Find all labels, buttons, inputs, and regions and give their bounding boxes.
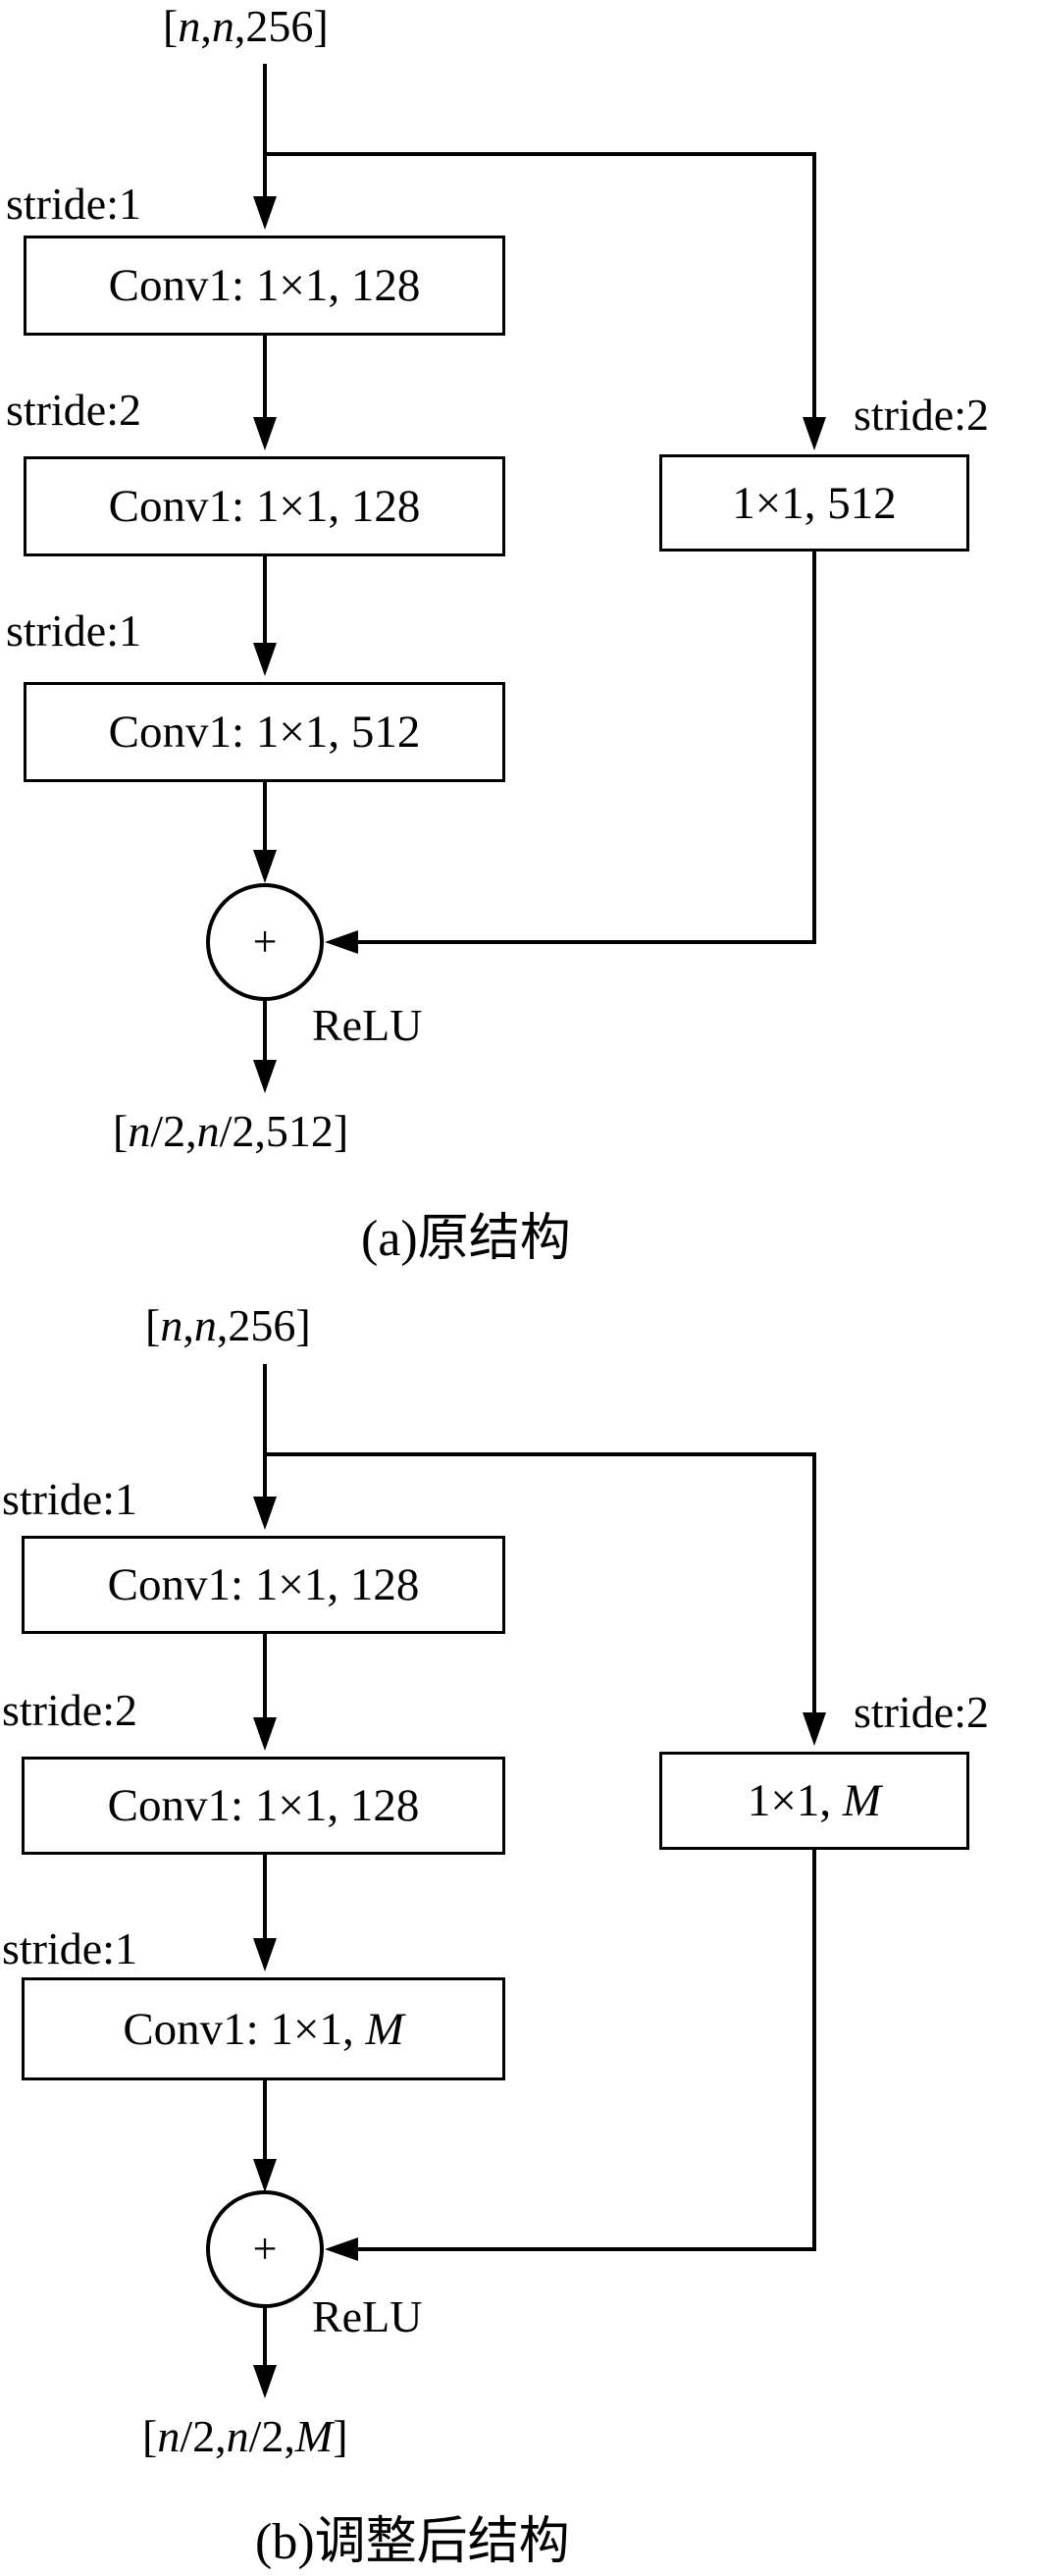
plus-sign: + [252, 918, 278, 966]
relu-label: ReLU [312, 1000, 423, 1050]
conv-box-2: Conv1: 1×1, 128 [24, 456, 505, 556]
stride-label-3: stride:1 [6, 605, 141, 656]
stride-label-3: stride:1 [2, 1923, 137, 1973]
stride-label-1: stride:1 [2, 1474, 137, 1524]
bracket: [ [163, 1, 179, 51]
sep: /2, [248, 2411, 295, 2461]
relu-label: ReLU [312, 2291, 423, 2341]
sep: /2, [180, 2411, 227, 2461]
output-shape-label: [n/2,n/2,512] [113, 1109, 348, 1154]
output-shape-label: [n/2,n/2,M] [142, 2414, 348, 2459]
conv-box-2: Conv1: 1×1, 128 [22, 1757, 505, 1855]
shortcut-stride-label: stride:2 [854, 1687, 989, 1737]
conv-box-1: Conv1: 1×1, 128 [24, 236, 505, 336]
channels: ,256] [234, 1, 329, 51]
var-m: M [294, 2411, 334, 2461]
conv-box-1: Conv1: 1×1, 128 [22, 1536, 505, 1634]
shortcut-box: 1×1, M [659, 1752, 969, 1850]
channels: ,256] [216, 1300, 311, 1350]
bracket: [ [145, 1300, 161, 1350]
bracket: [ [142, 2411, 158, 2461]
diagram-a-lines [206, 64, 826, 1093]
sep: , [200, 1, 212, 51]
shortcut-box-prefix: 1×1, [747, 1775, 832, 1826]
bracket: ] [333, 2411, 348, 2461]
stride-label-2: stride:2 [6, 385, 141, 435]
var-n: n [211, 1, 234, 51]
stride-label-1: stride:1 [6, 179, 141, 229]
caption-a: (a)原结构 [361, 1211, 571, 1267]
arrow-to-shortcut [265, 1452, 816, 1727]
var-n: n [160, 1300, 183, 1350]
var-m: M [842, 1775, 882, 1826]
caption-b: (b)调整后结构 [255, 2514, 570, 2570]
channels: /2,512] [219, 1106, 349, 1156]
shortcut-stride-label: stride:2 [854, 390, 989, 440]
stride-label-2: stride:2 [2, 1685, 137, 1735]
arrow-to-shortcut [265, 152, 816, 432]
conv-box-3-prefix: Conv1: 1×1, [123, 2003, 354, 2055]
conv-box-3: Conv1: 1×1, 512 [24, 682, 505, 782]
arrow-shortcut-to-plus [343, 1850, 816, 2251]
var-n: n [128, 1106, 151, 1156]
var-n: n [178, 1, 201, 51]
arrow-shortcut-to-plus [343, 552, 816, 944]
var-m: M [365, 2003, 404, 2055]
input-shape-label: [n,n,256] [163, 4, 329, 49]
shortcut-box: 1×1, 512 [659, 454, 969, 552]
conv-box-3: Conv1: 1×1, M [22, 1977, 505, 2080]
var-n: n [196, 1106, 220, 1156]
sep: , [182, 1300, 194, 1350]
var-n: n [193, 1300, 217, 1350]
var-n: n [226, 2411, 249, 2461]
sep: /2, [150, 1106, 197, 1156]
var-n: n [157, 2411, 181, 2461]
diagram-b-lines [206, 1364, 826, 2398]
bracket: [ [113, 1106, 129, 1156]
input-shape-label: [n,n,256] [145, 1303, 311, 1348]
plus-sign: + [252, 2225, 278, 2273]
